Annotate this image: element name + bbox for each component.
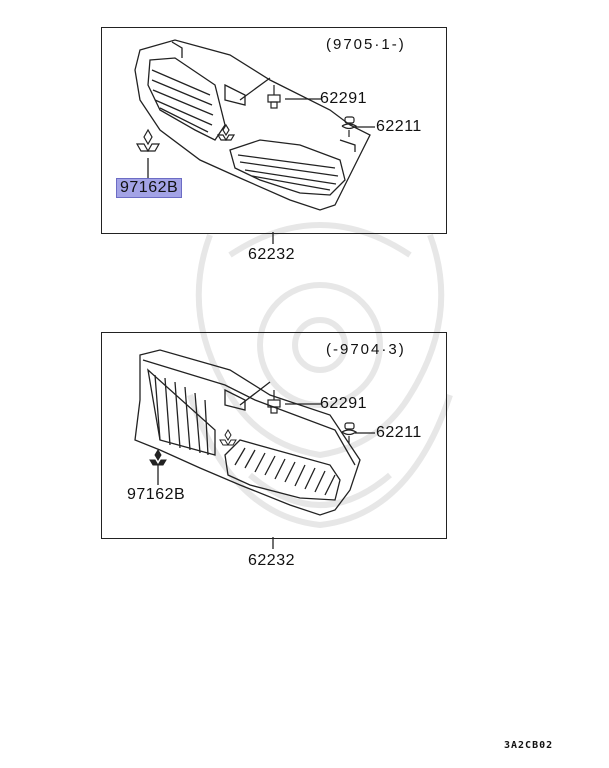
date-range-label: (-9704·3) <box>326 341 406 358</box>
part-callout-97162b[interactable]: 97162B <box>127 486 186 503</box>
part-callout-62211[interactable]: 62211 <box>376 118 422 135</box>
assembly-callout-62232[interactable]: 62232 <box>248 246 295 263</box>
part-callout-62211[interactable]: 62211 <box>376 424 422 441</box>
part-callout-97162b-highlighted[interactable]: 97162B <box>116 178 183 198</box>
date-range-label: (9705·1-) <box>326 36 406 53</box>
emblem-icon <box>135 123 236 152</box>
diagram-panel-upper <box>101 27 447 234</box>
diagram-panel-lower <box>101 332 447 539</box>
assembly-callout-62232[interactable]: 62232 <box>248 552 295 569</box>
emblem-icon <box>219 429 237 446</box>
part-callout-62291[interactable]: 62291 <box>320 90 367 107</box>
bolt-icon <box>267 390 281 414</box>
clip-icon <box>341 116 358 137</box>
part-callout-62291[interactable]: 62291 <box>320 395 367 412</box>
sheet-code: 3A2CB02 <box>504 740 554 751</box>
bolt-icon <box>267 85 281 109</box>
clip-icon <box>341 422 358 443</box>
watermark-logo <box>187 222 453 529</box>
emblem-icon <box>149 449 167 466</box>
